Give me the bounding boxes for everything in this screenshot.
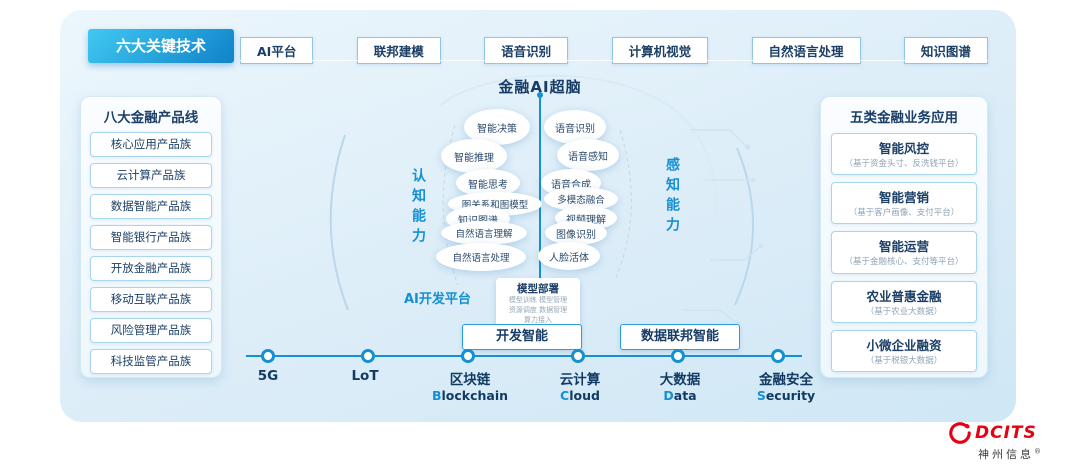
timeline-label: 云计算 (559, 372, 601, 388)
six-key-technologies-button[interactable]: 六大关键技术 (88, 29, 234, 63)
timeline-dot (261, 349, 275, 363)
timeline-dot (571, 349, 585, 363)
timeline-line (246, 355, 802, 357)
timeline-dot (361, 349, 375, 363)
business-applications-title: 五类金融业务应用 (850, 110, 958, 126)
business-app-subtitle: （基于农业大数据） (865, 306, 943, 317)
model-deploy-title: 模型部署 (517, 283, 559, 295)
ai-dev-platform-label: AI开发平台 (404, 292, 471, 307)
capability-bubble: 人脸活体 (538, 242, 600, 270)
business-app-item: 智能营销 （基于客户画像、支付平台） (831, 182, 977, 225)
brain-title: 金融AI超脑 (498, 78, 582, 96)
timeline-label: 区块链 (449, 372, 491, 388)
timeline-dot (461, 349, 475, 363)
business-app-subtitle: （基于资金头寸、反洗钱平台） (844, 159, 964, 169)
capability-bubble: 多模态融合 (544, 187, 618, 211)
timeline-dot (671, 349, 685, 363)
timeline-label: 大数据 (659, 372, 701, 388)
product-lines-panel: 八大金融产品线 核心应用产品族 云计算产品族 数据智能产品族 智能银行产品族 开… (80, 96, 222, 378)
timeline-sublabel: Data (663, 388, 697, 403)
tech-tab-knowledge-graph[interactable]: 知识图谱 (903, 37, 988, 64)
data-federation-box: 数据联邦智能 (620, 324, 740, 350)
product-line-item: 智能银行产品族 (90, 225, 212, 250)
business-app-item: 智能风控 （基于资金头寸、反洗钱平台） (831, 133, 977, 176)
timeline-dot (771, 349, 785, 363)
business-app-title: 农业普惠金融 (866, 288, 942, 304)
cognitive-ability-label: 认知能力 (410, 168, 426, 248)
timeline-label: 金融安全 (759, 372, 813, 388)
business-app-title: 智能风控 (878, 141, 929, 156)
model-deploy-detail: 算力接入 (524, 315, 552, 324)
product-line-item: 移动互联产品族 (90, 287, 212, 312)
capability-bubble: 语音识别 (544, 110, 606, 144)
product-line-item: 科技监管产品族 (90, 349, 212, 374)
business-app-item: 小微企业融资 （基于税银大数据） (831, 329, 977, 372)
product-line-item: 云计算产品族 (90, 163, 212, 188)
timeline-sublabel: Security (756, 388, 816, 403)
dcits-swoosh-icon (949, 422, 971, 444)
business-app-title: 智能运营 (878, 239, 929, 255)
business-app-title: 小微企业融资 (866, 337, 942, 353)
business-app-subtitle: （基于税银大数据） (865, 355, 943, 366)
product-line-item: 开放金融产品族 (90, 256, 212, 281)
timeline-item-cloud: 云计算 Cloud (560, 368, 601, 403)
model-deploy-detail: 资源调度 数据管理 (508, 305, 568, 314)
tech-tab-federated-modeling[interactable]: 联邦建模 (356, 37, 441, 64)
timeline-item-blockchain: 区块链 Blockchain (432, 368, 508, 403)
model-deploy-box: 模型部署 模型训练 模型管理 资源调度 数据管理 算力接入 (496, 278, 580, 330)
timeline-item-bigdata: 大数据 Data (660, 368, 701, 403)
timeline-sublabel: Cloud (560, 388, 600, 403)
capability-bubble: 自然语言处理 (436, 243, 526, 271)
timeline-label: 5G (257, 368, 279, 384)
business-app-subtitle: （基于金融核心、支付等平台） (844, 257, 964, 268)
tech-tab-nlp[interactable]: 自然语言处理 (751, 37, 861, 64)
dev-intelligence-box: 开发智能 (462, 324, 582, 350)
product-line-item: 数据智能产品族 (90, 194, 212, 219)
product-lines-title: 八大金融产品线 (103, 110, 199, 126)
logo-brand-text: DCITS (975, 423, 1037, 443)
dcits-logo: DCITS 神州信息® (948, 421, 1068, 462)
capability-bubble: 智能推理 (441, 139, 507, 173)
business-applications-panel: 五类金融业务应用 智能风控 （基于资金头寸、反洗钱平台） 智能营销 （基于客户画… (820, 96, 988, 378)
business-app-subtitle: （基于客户画像、支付平台） (848, 208, 960, 219)
business-app-item: 智能运营 （基于金融核心、支付等平台） (831, 231, 977, 274)
capability-bubble: 图像识别 (545, 221, 607, 245)
business-app-item: 农业普惠金融 （基于农业大数据） (831, 280, 977, 323)
logo-company-text: 神州信息® (978, 447, 1041, 461)
timeline-sublabel: Blockchain (431, 388, 509, 403)
header-divider (240, 60, 988, 61)
timeline-item-security: 金融安全 Security (757, 368, 815, 403)
center-connector-line (537, 92, 543, 282)
timeline-item-lot: LoT (351, 368, 378, 384)
model-deploy-detail: 模型训练 模型管理 (508, 296, 568, 304)
tech-tab-ai-platform[interactable]: AI平台 (240, 37, 314, 64)
tech-tab-computer-vision[interactable]: 计算机视觉 (611, 37, 709, 64)
product-line-item: 风险管理产品族 (90, 318, 212, 343)
product-line-item: 核心应用产品族 (90, 132, 212, 157)
tech-tab-speech-recognition[interactable]: 语音识别 (484, 37, 569, 64)
technology-tabs-row: AI平台 联邦建模 语音识别 计算机视觉 自然语言处理 知识图谱 (240, 37, 988, 64)
timeline-item-5g: 5G (258, 368, 278, 384)
business-app-title: 智能营销 (878, 190, 929, 206)
timeline-label: LoT (351, 368, 379, 384)
capability-bubble: 自然语言理解 (441, 221, 527, 245)
capability-bubble: 语音感知 (557, 139, 619, 171)
perception-ability-label: 感知能力 (664, 157, 680, 237)
